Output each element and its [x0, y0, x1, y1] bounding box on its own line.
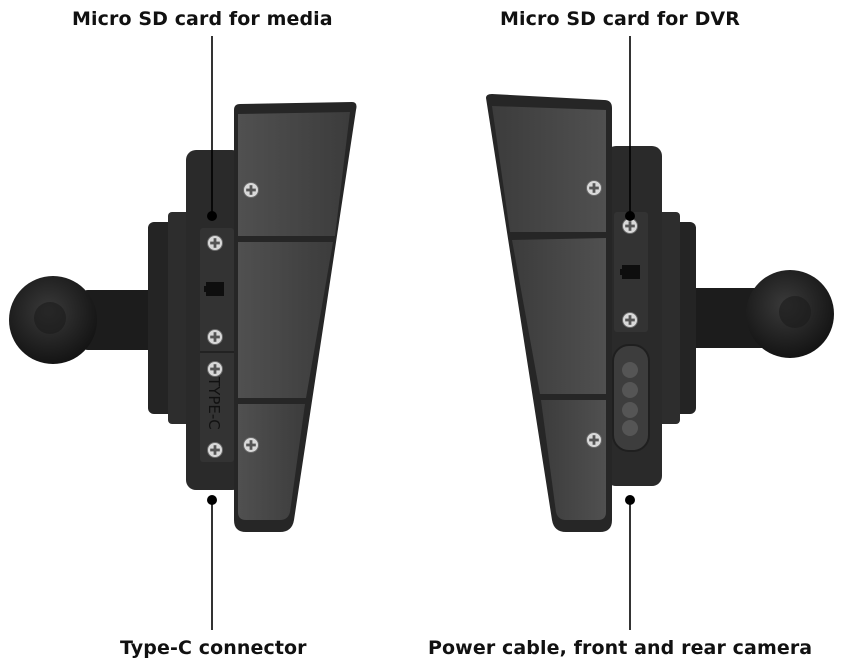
- left-ball-mount: [9, 276, 170, 364]
- leader-lines: [207, 36, 635, 630]
- screw-icon: [586, 432, 602, 448]
- screw-icon: [243, 182, 259, 198]
- power-connector: [612, 344, 650, 452]
- screw-icon: [207, 235, 223, 251]
- callout-sd-media-label: Micro SD card for media: [72, 8, 333, 30]
- sd-card-icon-left: [204, 282, 224, 296]
- callout-sd-dvr-label: Micro SD card for DVR: [500, 8, 740, 30]
- callout-typec-label: Type-C connector: [120, 637, 307, 659]
- screw-icon: [586, 180, 602, 196]
- screw-icon: [207, 361, 223, 377]
- right-device: [486, 94, 834, 532]
- screw-icon: [243, 437, 259, 453]
- right-ball-mount: [680, 270, 834, 358]
- callout-power-label: Power cable, front and rear camera: [428, 637, 813, 659]
- leader-dot-typec: [207, 495, 217, 505]
- leader-dot-sd-dvr: [625, 211, 635, 221]
- leader-dot-power: [625, 495, 635, 505]
- sd-card-icon-right: [620, 265, 640, 279]
- left-device: TYPE-C: [9, 102, 357, 532]
- screw-icon: [622, 312, 638, 328]
- leader-dot-sd-media: [207, 211, 217, 221]
- screw-icon: [207, 442, 223, 458]
- type-c-port-label: TYPE-C: [205, 376, 223, 430]
- screw-icon: [207, 329, 223, 345]
